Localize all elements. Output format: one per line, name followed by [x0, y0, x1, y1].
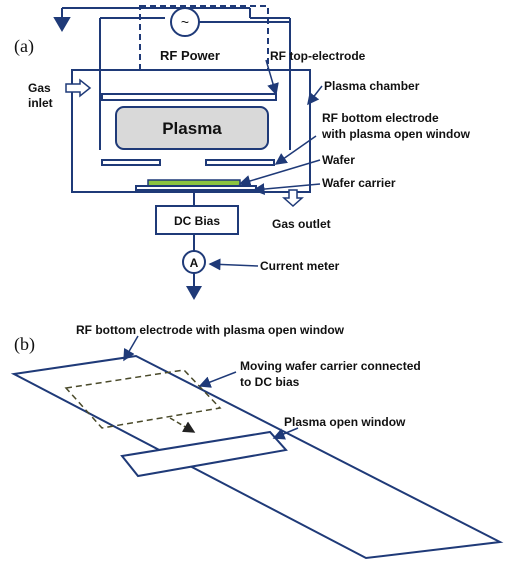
plasma-label: Plasma	[162, 119, 222, 138]
panel-b-label: (b)	[14, 334, 35, 355]
plasma-region	[115, 106, 269, 150]
rf-power-label: RF Power	[160, 48, 220, 63]
bottom-ground-icon	[186, 286, 202, 300]
wafer-carrier-label: Wafer carrier	[322, 176, 396, 190]
gas-inlet-label-1: Gas	[28, 81, 51, 95]
rf-bottom-electrode-label-2: with plasma open window	[321, 127, 471, 141]
rf-top-electrode-label: RF top-electrode	[270, 49, 366, 63]
panel-a-label: (a)	[14, 36, 34, 57]
top-ground-icon	[53, 7, 250, 32]
rf-bottom-electrode-right	[205, 159, 275, 166]
panel-b-callouts	[123, 335, 299, 440]
gas-outlet-arrow-icon	[282, 189, 304, 208]
plasma-open-window-label: Plasma open window	[284, 415, 406, 429]
wafer-carrier-b-label-1: Moving wafer carrier connected	[240, 359, 421, 373]
current-meter-label: Current meter	[260, 259, 340, 273]
gas-inlet-arrow-icon	[65, 78, 92, 98]
wafer-carrier-b-label-2: to DC bias	[240, 375, 300, 389]
rf-bottom-electrode-left	[101, 159, 161, 166]
carrier-movement-arrow-icon	[169, 417, 196, 433]
ammeter-symbol: A	[190, 256, 199, 270]
wafer-label: Wafer	[322, 153, 355, 167]
rf-bottom-electrode-label-1: RF bottom electrode	[322, 111, 439, 125]
electrode-plate-label: RF bottom electrode with plasma open win…	[76, 323, 345, 337]
wafer-carrier	[135, 185, 257, 191]
rf-right-wiring	[199, 18, 291, 150]
rf-top-electrode	[101, 93, 277, 101]
panel-a-callouts	[208, 59, 323, 271]
moving-wafer-carrier	[64, 369, 222, 429]
plasma-open-window	[120, 430, 288, 478]
plasma-chamber	[71, 69, 311, 193]
gas-outlet-label: Gas outlet	[272, 217, 331, 231]
rf-top-wiring	[99, 8, 290, 150]
gas-inlet-label-2: inlet	[28, 96, 53, 110]
dc-bias-label: DC Bias	[174, 214, 220, 228]
dc-bias-box	[155, 205, 239, 235]
ac-source-symbol: ~	[181, 14, 189, 30]
plasma-chamber-label: Plasma chamber	[324, 79, 420, 93]
rf-bottom-electrode-plate	[10, 354, 504, 560]
